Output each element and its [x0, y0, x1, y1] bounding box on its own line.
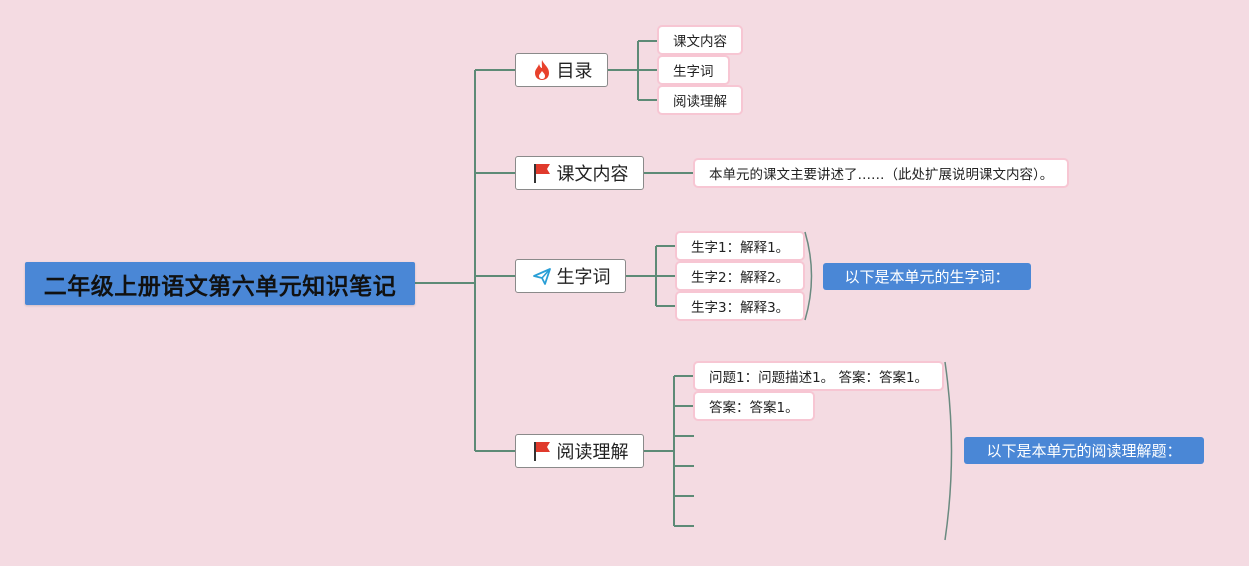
- lesson-note[interactable]: 本单元的课文主要讲述了……（此处扩展说明课文内容）。: [693, 158, 1070, 188]
- leaf-text: 课文内容: [673, 34, 727, 50]
- toc-item-vocab[interactable]: 生字词: [657, 55, 730, 85]
- vocab-summary-callout[interactable]: 以下是本单元的生字词：: [823, 263, 1031, 290]
- leaf-text: 答案：答案1。: [709, 400, 799, 416]
- leaf-text: 生字1：解释1。: [691, 240, 790, 256]
- paper-plane-icon: [531, 265, 553, 287]
- flag-icon: [531, 162, 553, 184]
- branch-label: 阅读理解: [556, 442, 629, 463]
- flag-icon: [531, 440, 553, 462]
- branch-label: 课文内容: [556, 164, 629, 185]
- leaf-text: 阅读理解: [673, 94, 727, 110]
- reading-item[interactable]: 问题1：问题描述1。 答案：答案1。: [693, 361, 945, 391]
- leaf-text: 本单元的课文主要讲述了……（此处扩展说明课文内容）。: [709, 167, 1054, 183]
- leaf-text: 问题1：问题描述1。 答案：答案1。: [709, 370, 929, 386]
- toc-item-reading[interactable]: 阅读理解: [657, 85, 743, 115]
- root-topic[interactable]: 二年级上册语文第六单元知识笔记: [25, 262, 415, 305]
- branch-lesson-content[interactable]: 课文内容: [515, 156, 644, 190]
- branch-reading[interactable]: 阅读理解: [515, 434, 644, 468]
- branch-label: 生字词: [556, 267, 611, 288]
- vocab-item[interactable]: 生字1：解释1。: [675, 231, 806, 261]
- callout-text: 以下是本单元的阅读理解题：: [986, 442, 1182, 460]
- toc-item-lesson[interactable]: 课文内容: [657, 25, 743, 55]
- leaf-text: 生字2：解释2。: [691, 270, 790, 286]
- leaf-text: 生字词: [673, 64, 714, 80]
- vocab-item[interactable]: 生字3：解释3。: [675, 291, 806, 321]
- leaf-text: 生字3：解释3。: [691, 300, 790, 316]
- vocab-item[interactable]: 生字2：解释2。: [675, 261, 806, 291]
- fire-icon: [531, 59, 553, 81]
- root-title: 二年级上册语文第六单元知识笔记: [43, 273, 397, 300]
- reading-summary-callout[interactable]: 以下是本单元的阅读理解题：: [964, 437, 1204, 464]
- callout-text: 以下是本单元的生字词：: [844, 268, 1010, 286]
- branch-vocabulary[interactable]: 生字词: [515, 259, 626, 293]
- branch-toc[interactable]: 目录: [515, 53, 608, 87]
- branch-label: 目录: [556, 61, 593, 82]
- reading-item[interactable]: 答案：答案1。: [693, 391, 815, 421]
